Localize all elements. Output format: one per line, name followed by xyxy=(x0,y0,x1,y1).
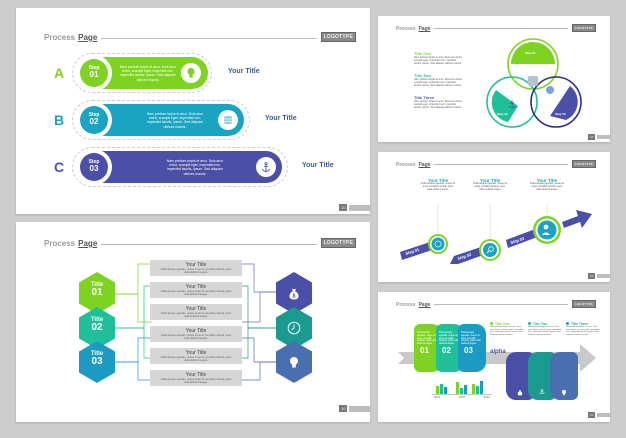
outline-capsule xyxy=(72,147,288,187)
step-desc: Nam pretium turpis et arcu. Duis arcu to… xyxy=(146,112,204,129)
slide-header: Process Page LOGOTYPE xyxy=(396,300,596,308)
outline-capsule xyxy=(72,100,250,140)
tab-bottom-3 xyxy=(550,352,578,400)
lightbulb-icon xyxy=(181,63,201,83)
hex-title-03: Title 03 xyxy=(79,341,115,383)
step-desc: Nam pretium turpis et arcu. Duis arcu to… xyxy=(119,65,177,82)
anchor-icon xyxy=(256,157,276,177)
row-letter: B xyxy=(54,112,65,128)
segment-label-2: Step 02 xyxy=(497,112,508,116)
lightbulb-icon xyxy=(562,390,566,396)
header-page: Page xyxy=(78,33,98,42)
step-caption-1: Your Title Pellentesque egestas, neque s… xyxy=(421,178,455,191)
brand-label: alpha xyxy=(490,349,506,355)
step-caption-3: Your Title Pellentesque egestas, neque s… xyxy=(530,178,564,191)
step-row-a: A Step 01 Nam pretium turpis et arcu. Du… xyxy=(16,53,370,97)
slide-hex-connections[interactable]: Process Page LOGOTYPE Title 01 Title 02 … xyxy=(16,222,370,422)
page-number: 10 xyxy=(339,204,370,211)
title-box: Your Title Pellentesque egestas, neque s… xyxy=(150,282,242,298)
tab-03: Pellentesque egestas, neque sit amet con… xyxy=(458,324,486,372)
step-label: Step xyxy=(88,112,100,118)
slide-growth-steps[interactable]: Process Page LOGOTYPE Your Title Pellent… xyxy=(378,152,610,282)
title-box: Your Title Pellentesque egestas, neque s… xyxy=(150,326,242,342)
growth-arrow: Step 01 Step 02 Step 03 xyxy=(400,204,592,264)
row-letter: C xyxy=(54,159,65,175)
page-number: 10 xyxy=(588,412,610,418)
header-process: Process xyxy=(44,33,76,42)
anchor-icon: ⚓ xyxy=(538,388,546,396)
title-list: Title One Nam pretium turpis et arcu. Du… xyxy=(414,51,463,109)
step-row-c: C Step 03 Nam pretium turpis et arcu. Du… xyxy=(16,147,370,191)
title-box: Your Title Pellentesque egestas, neque s… xyxy=(150,304,242,320)
big-arrow xyxy=(398,344,596,372)
svg-text:⚓: ⚓ xyxy=(508,100,517,111)
svg-text:$: $ xyxy=(293,293,296,299)
slide-process-steps[interactable]: Process Page LOGOTYPE A Step 01 Nam pret… xyxy=(16,8,370,214)
logotype: LOGOTYPE xyxy=(320,32,356,42)
svg-text:Step 02: Step 02 xyxy=(457,252,473,261)
title-box-list: Your Title Pellentesque egestas, neque s… xyxy=(150,260,242,386)
page-number: 10 xyxy=(339,405,370,412)
step-label: Step xyxy=(88,159,100,165)
step-label: Step xyxy=(88,65,100,71)
slide-tabs-arrow[interactable]: Process Page LOGOTYPE Pellentesque egest… xyxy=(378,292,610,422)
row-title: Your Title xyxy=(302,162,334,169)
lightbulb-icon xyxy=(276,341,312,383)
step-desc: Nam pretium turpis et arcu. Duis arcu to… xyxy=(166,159,224,176)
step-num: 02 xyxy=(89,117,99,126)
venn-diagram: ⚓ xyxy=(486,38,582,128)
database-icon xyxy=(218,110,238,130)
slide-header: Process Page LOGOTYPE xyxy=(44,32,356,42)
step-badge-inner: Step 02 xyxy=(80,106,108,134)
header-rule xyxy=(101,38,317,39)
logotype: LOGOTYPE xyxy=(571,24,596,32)
segment-label-1: Step 01 xyxy=(525,51,536,55)
page-number: 10 xyxy=(588,273,610,279)
step-caption-2: Your Title Pellentesque egestas, neque s… xyxy=(473,178,507,191)
slide-header: Process Page LOGOTYPE xyxy=(44,238,356,248)
row-letter: A xyxy=(54,65,65,81)
segment-label-3: Step 03 xyxy=(555,112,566,116)
title-box: Your Title Pellentesque egestas, neque s… xyxy=(150,348,242,364)
connector-lines xyxy=(114,263,276,381)
mini-bar-chart xyxy=(432,381,492,395)
step-badge-inner: Step 01 xyxy=(80,59,108,87)
step-badge-inner: Step 03 xyxy=(80,153,108,181)
page-number: 10 xyxy=(588,134,610,140)
step-num: 01 xyxy=(89,70,99,79)
slide-header: Process Page LOGOTYPE xyxy=(396,24,596,32)
slide-venn-cycle[interactable]: Process Page LOGOTYPE Title One Nam pret… xyxy=(378,16,610,142)
step-num: 03 xyxy=(89,164,99,173)
title-list: Title One Nam pretium turpis et arcu. Du… xyxy=(490,322,600,337)
svg-text:Step 01: Step 01 xyxy=(405,247,421,256)
money-bag-icon xyxy=(517,390,523,396)
outline-capsule xyxy=(72,53,212,93)
step-row-b: B Step 02 Nam pretium turpis et arcu. Du… xyxy=(16,100,370,144)
slide-header: Process Page LOGOTYPE xyxy=(396,160,596,168)
row-title: Your Title xyxy=(265,115,297,122)
logotype: LOGOTYPE xyxy=(571,300,596,308)
title-box: Your Title Pellentesque egestas, neque s… xyxy=(150,260,242,276)
title-box: Your Title Pellentesque egestas, neque s… xyxy=(150,370,242,386)
logotype: LOGOTYPE xyxy=(571,160,596,168)
logotype: LOGOTYPE xyxy=(320,238,356,248)
svg-text:Step 03: Step 03 xyxy=(510,236,526,245)
step-capsule xyxy=(78,151,282,183)
row-title: Your Title xyxy=(228,68,260,75)
year-labels: 2014 2015 2016 xyxy=(434,395,490,399)
